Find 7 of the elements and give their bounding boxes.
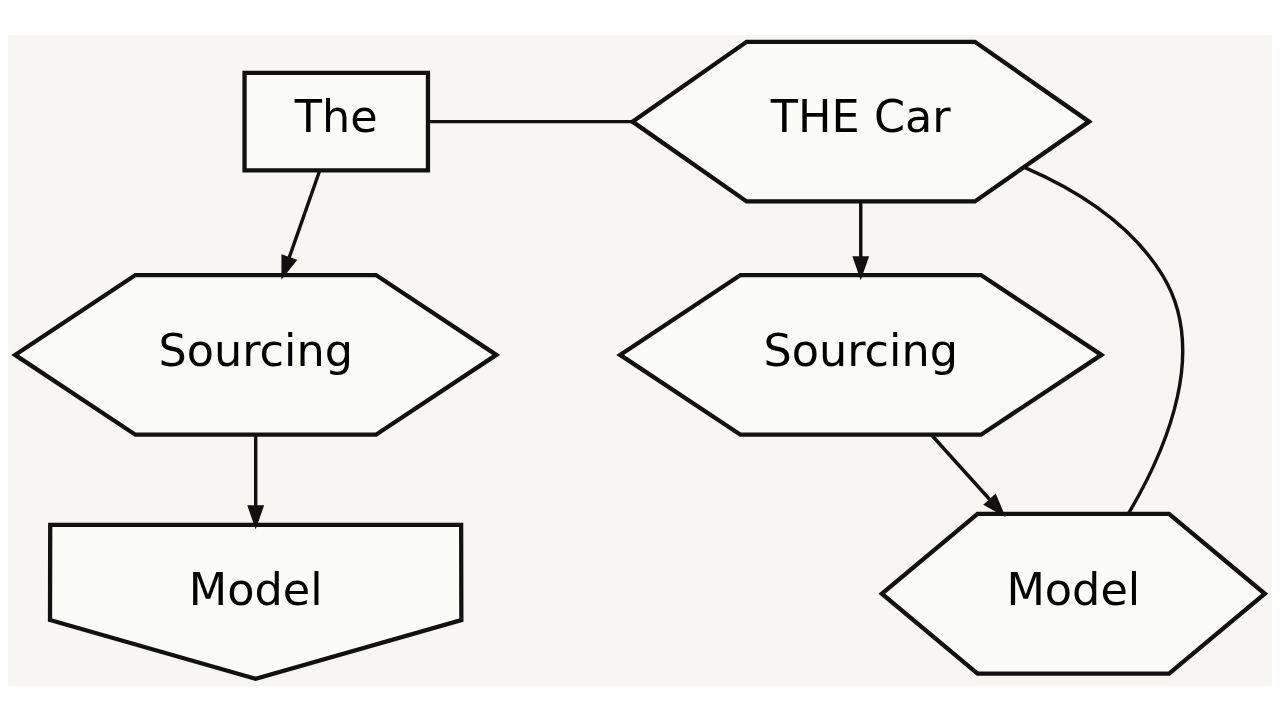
arrow (930, 433, 1006, 517)
connector (1023, 165, 1185, 514)
arrow (852, 201, 870, 280)
arrow (247, 434, 265, 529)
node-box: The (242, 70, 431, 173)
arrow (281, 169, 322, 280)
connector (428, 119, 632, 123)
